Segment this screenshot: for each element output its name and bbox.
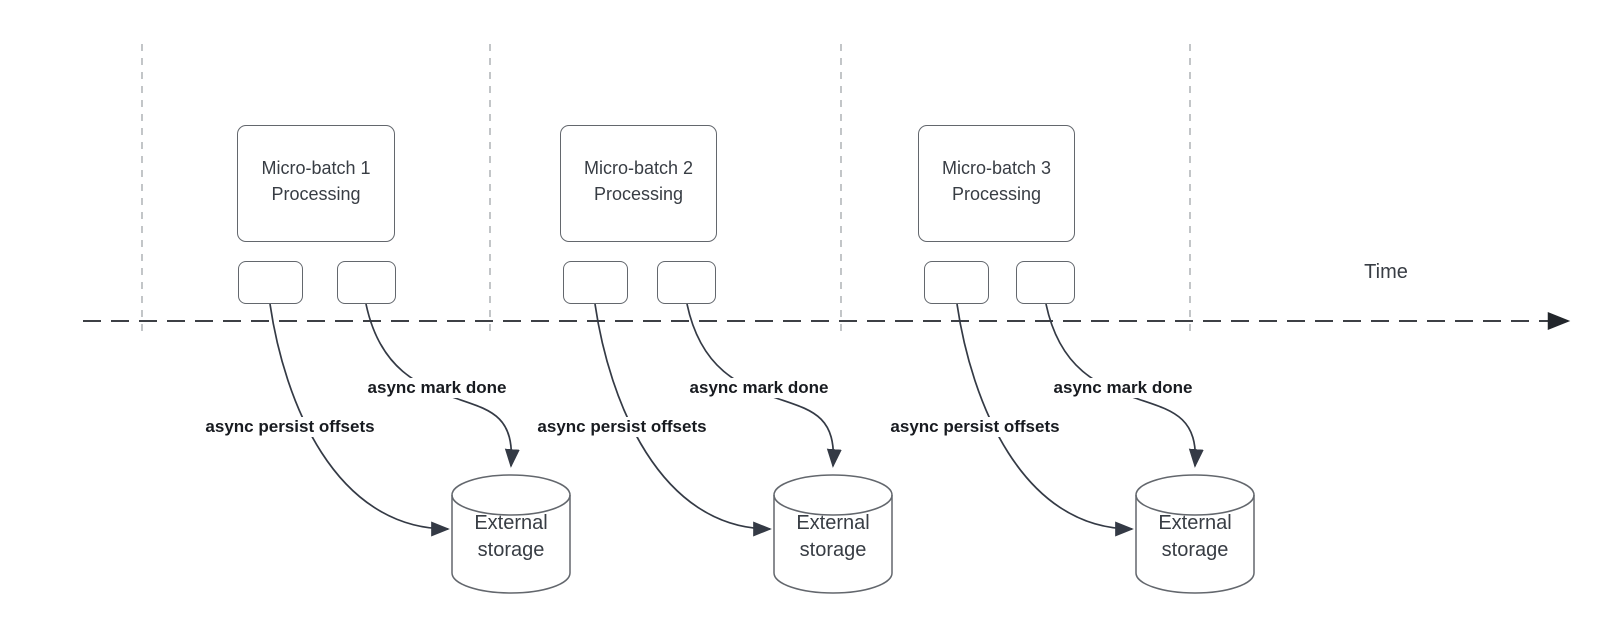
external-storage-cylinder — [773, 474, 893, 594]
micro-batch-title-line1: Micro-batch 3 — [941, 158, 1052, 178]
external-storage-label: External storage — [774, 510, 892, 564]
cylinder-lip — [451, 494, 571, 516]
external-storage-line2: storage — [1161, 539, 1229, 561]
mark-done-label: async mark done — [686, 378, 832, 398]
persist-offsets-arrow — [269, 303, 450, 537]
persist-offsets-arrow — [594, 303, 772, 537]
done-task-box — [337, 261, 396, 304]
external-storage-line1: External — [1158, 512, 1232, 534]
external-storage-line1: External — [796, 512, 870, 534]
persist-offsets-arrow — [956, 303, 1134, 537]
micro-batch-title-line2: Processing — [951, 184, 1042, 204]
external-storage-cylinder — [451, 474, 571, 594]
persist-task-box — [238, 261, 303, 304]
micro-batch-title-line2: Processing — [593, 184, 684, 204]
micro-batch-title-line1: Micro-batch 1 — [261, 158, 371, 178]
persist-task-box — [563, 261, 628, 304]
cylinder-lip — [1135, 494, 1255, 516]
cylinder-body — [1135, 474, 1255, 594]
persist-offsets-label: async persist offsets — [202, 417, 378, 437]
micro-batch-box — [237, 125, 395, 242]
cylinder-lip — [773, 494, 893, 516]
external-storage-line2: storage — [799, 539, 867, 561]
time-axis-label: Time — [1364, 261, 1408, 283]
micro-batch-title: Micro-batch 1 Processing — [237, 155, 395, 207]
micro-batch-box — [560, 125, 717, 242]
micro-batch-box — [918, 125, 1075, 242]
micro-batch-title: Micro-batch 2 Processing — [560, 155, 717, 207]
external-storage-label: External storage — [1136, 510, 1254, 564]
done-task-box — [657, 261, 716, 304]
external-storage-label: External storage — [452, 510, 570, 564]
cylinder-body — [773, 474, 893, 594]
persist-offsets-label: async persist offsets — [534, 417, 710, 437]
persist-task-box — [924, 261, 989, 304]
external-storage-line1: External — [474, 512, 548, 534]
micro-batch-title-line2: Processing — [271, 184, 361, 204]
done-task-box — [1016, 261, 1075, 304]
micro-batch-title-line1: Micro-batch 2 — [583, 158, 694, 178]
mark-done-label: async mark done — [1050, 378, 1196, 398]
micro-batch-title: Micro-batch 3 Processing — [918, 155, 1075, 207]
persist-offsets-label: async persist offsets — [887, 417, 1063, 437]
external-storage-cylinder — [1135, 474, 1255, 594]
cylinder-body — [451, 474, 571, 594]
external-storage-line2: storage — [477, 539, 545, 561]
mark-done-label: async mark done — [364, 378, 510, 398]
